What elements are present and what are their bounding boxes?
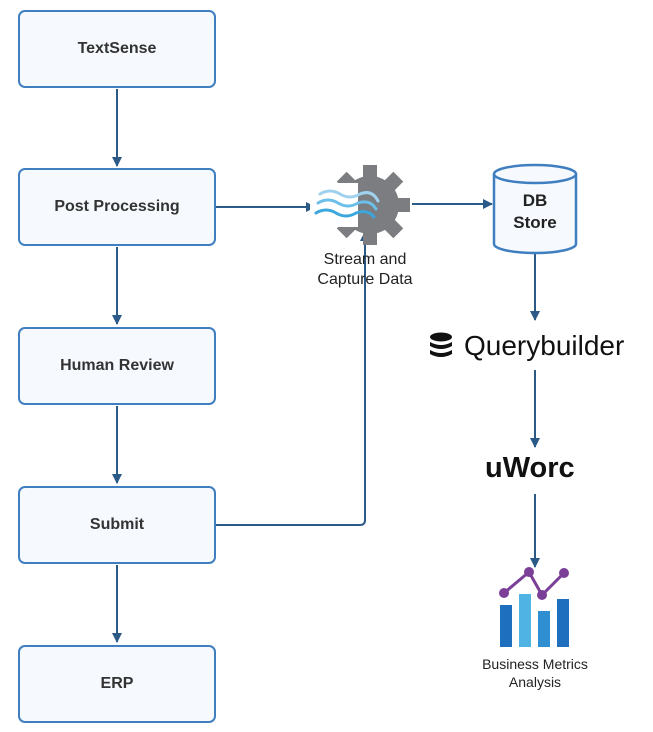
label-line: Analysis: [508, 674, 562, 690]
arrow-submit-to-stream: [216, 231, 370, 526]
label-line: Business Metrics: [482, 656, 588, 672]
node-label: ERP: [100, 675, 134, 692]
business-metrics-label: Business Metrics Analysis: [460, 655, 610, 691]
node-label: Human Review: [60, 357, 174, 374]
node-label: Submit: [89, 516, 145, 533]
database-stack-icon: [430, 332, 452, 357]
node-submit: Submit: [18, 486, 216, 564]
node-textsense: TextSense: [18, 10, 216, 88]
label-line: DB: [522, 191, 548, 210]
metric-bar-4: [557, 599, 569, 647]
stream-capture-label: Stream and Capture Data: [300, 250, 430, 290]
label-line: Stream and: [323, 251, 407, 268]
db-store-label: DB Store: [494, 190, 576, 234]
metric-bar-2: [519, 594, 531, 647]
uworc-logo: uWorc: [485, 452, 575, 484]
node-label: Post Processing: [54, 198, 180, 215]
querybuilder-text: Querybuilder: [464, 330, 625, 361]
querybuilder-logo: Querybuilder: [428, 330, 624, 362]
gear-with-waves-icon: [310, 165, 410, 245]
node-post-processing: Post Processing: [18, 168, 216, 246]
label-line: Store: [513, 213, 557, 232]
node-human-review: Human Review: [18, 327, 216, 405]
bar-line-chart-icon: [499, 567, 569, 647]
node-label: TextSense: [77, 40, 157, 57]
node-erp: ERP: [18, 645, 216, 723]
database-cylinder-icon: [492, 163, 578, 255]
metric-bar-1: [500, 605, 512, 647]
label-line: Capture Data: [317, 271, 413, 288]
metric-bar-3: [538, 611, 550, 647]
